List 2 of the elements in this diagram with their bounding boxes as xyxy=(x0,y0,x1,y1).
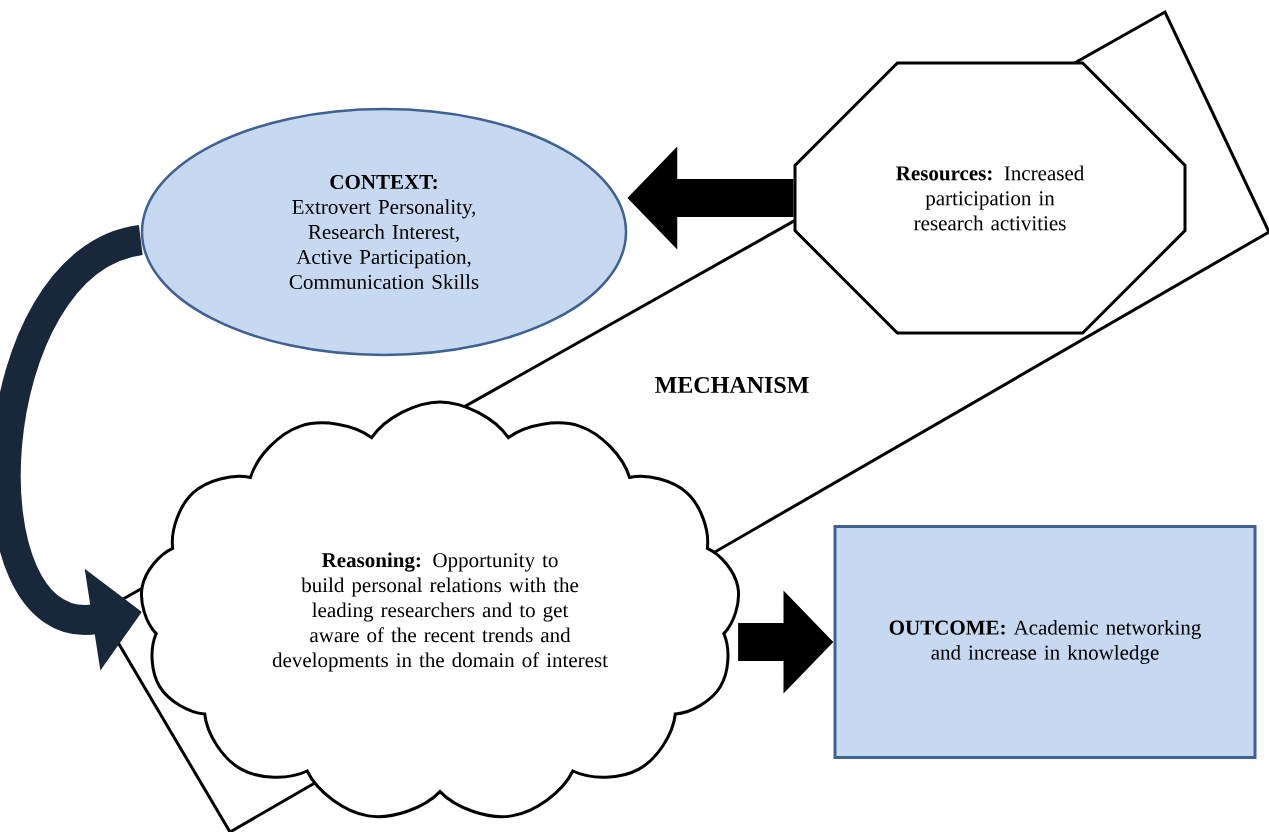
node-label: Reasoning: Opportunity to build personal relations with the leading researchers and to get aware of the recent trends and developments in the domain of interest xyxy=(272,552,608,672)
outcome-box: OUTCOME: Academic networking and increase in knowledge xyxy=(833,525,1257,759)
